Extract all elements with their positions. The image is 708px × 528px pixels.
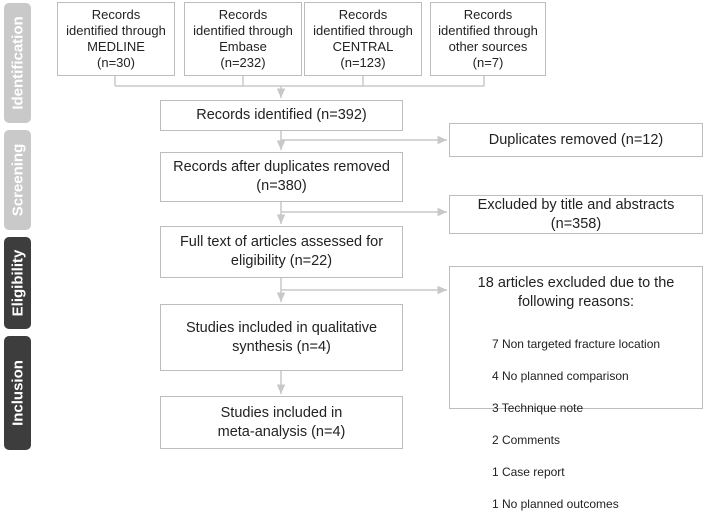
records-identified-box: Records identified (n=392) <box>160 100 403 131</box>
exclusion-reason: 1 No planned outcomes <box>491 497 619 511</box>
exclusion-reason: 4 No planned comparison <box>491 369 629 383</box>
stage-eligibility: Eligibility <box>4 237 31 329</box>
excluded-articles-box: 18 articles excluded due to the followin… <box>449 266 703 511</box>
excluded-title-abstract-box: Excluded by title and abstracts (n=358) <box>449 195 703 234</box>
exclusion-reasons-list: 7 Non targeted fracture location 4 No pl… <box>492 320 660 528</box>
exclusion-reason: 7 Non targeted fracture location <box>491 337 661 351</box>
stage-screening: Screening <box>4 130 31 230</box>
source-other-box: Records identified through other sources… <box>430 2 546 76</box>
exclusion-reason: 1 Case report <box>491 465 565 479</box>
stage-label: Eligibility <box>9 249 26 317</box>
stage-label: Identification <box>9 16 26 110</box>
full-text-assessed-box: Full text of articles assessed for eligi… <box>160 226 403 278</box>
source-central-box: Records identified through CENTRAL (n=12… <box>304 2 422 76</box>
stage-inclusion: Inclusion <box>4 336 31 450</box>
flow-connectors <box>114 76 485 394</box>
exclusion-reason: 3 Technique note <box>491 401 584 415</box>
stage-label: Inclusion <box>9 360 26 426</box>
excluded-articles-header: 18 articles excluded due to the followin… <box>477 275 675 310</box>
stage-label: Screening <box>9 143 26 217</box>
qualitative-synthesis-box: Studies included in qualitative synthesi… <box>160 304 403 371</box>
source-embase-box: Records identified through Embase (n=232… <box>184 2 302 76</box>
duplicates-removed-box: Duplicates removed (n=12) <box>449 123 703 157</box>
meta-analysis-box: Studies included in meta-analysis (n=4) <box>160 396 403 449</box>
stage-identification: Identification <box>4 3 31 123</box>
after-duplicates-box: Records after duplicates removed (n=380) <box>160 152 403 202</box>
exclusion-reason: 2 Comments <box>491 433 560 447</box>
source-medline-box: Records identified through MEDLINE (n=30… <box>57 2 175 76</box>
